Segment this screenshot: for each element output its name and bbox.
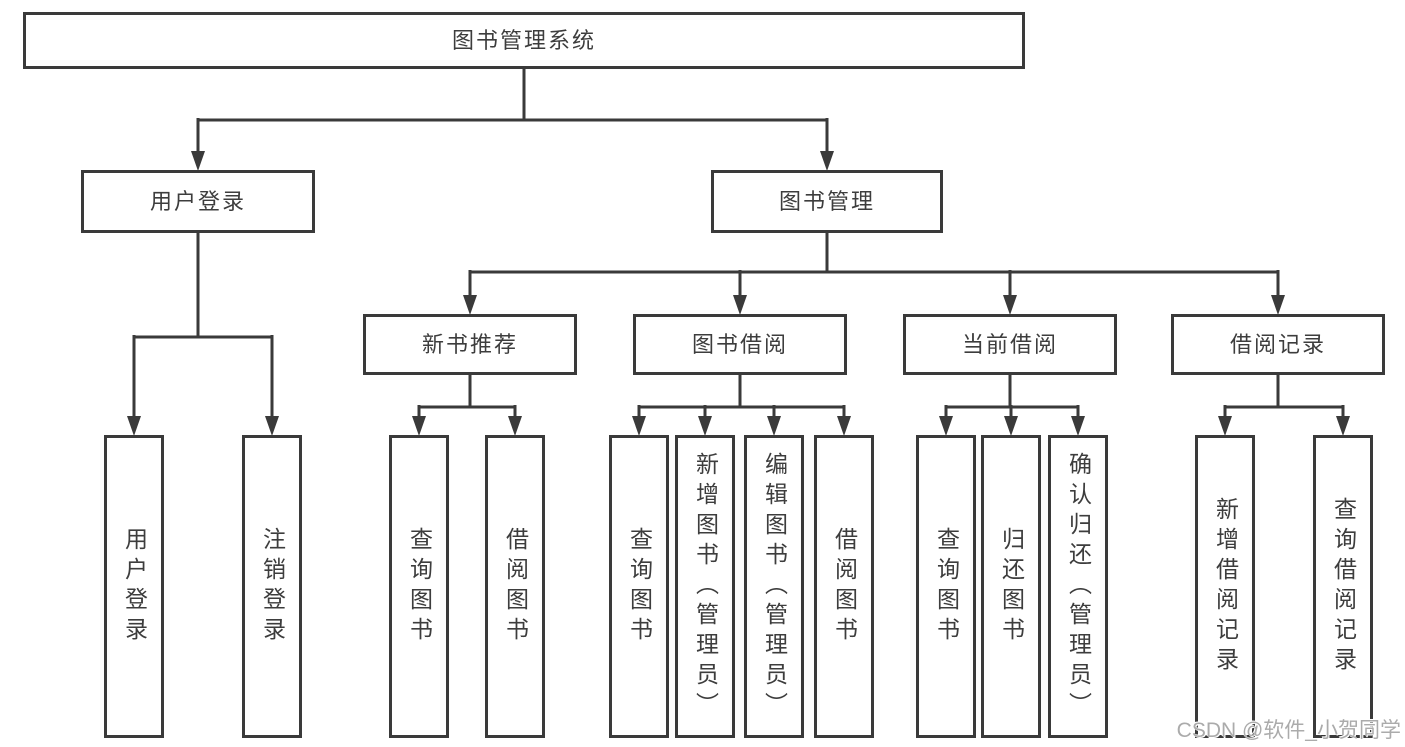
leaf-query-books-recommend: 查询图书 <box>389 435 449 738</box>
node-label: 借阅图书 <box>831 526 858 647</box>
node-label: 新书推荐 <box>421 331 518 357</box>
csdn-watermark: CSDN @软件_小贺同学 <box>1176 719 1401 742</box>
leaf-logout: 注销登录 <box>242 435 302 738</box>
node-label: 查询图书 <box>626 526 653 647</box>
node-library-management-system: 图书管理系统 <box>23 12 1025 69</box>
node-label: 归还图书 <box>998 526 1025 647</box>
node-label: 图书管理 <box>778 188 875 214</box>
node-label: 当前借阅 <box>961 331 1058 357</box>
node-new-book-recommend: 新书推荐 <box>363 314 577 375</box>
connector-user-login-to-children <box>127 233 279 436</box>
connector-new-book-recommend-to-children <box>412 375 522 436</box>
node-label: 查询图书 <box>933 526 960 647</box>
node-book-management: 图书管理 <box>711 170 943 233</box>
node-user-login: 用户登录 <box>81 170 315 233</box>
node-label: 借阅记录 <box>1229 331 1326 357</box>
connector-book-management-to-level3 <box>463 233 1285 315</box>
leaf-return-books: 归还图书 <box>981 435 1041 738</box>
node-label: 图书管理系统 <box>451 27 596 53</box>
node-label: 确认归还（管理员） <box>1065 451 1092 722</box>
node-label: 图书借阅 <box>691 331 788 357</box>
leaf-query-books-current: 查询图书 <box>916 435 976 738</box>
node-label: 用户登录 <box>149 188 246 214</box>
leaf-add-book-admin: 新增图书（管理员） <box>675 435 735 738</box>
node-current-borrow: 当前借阅 <box>903 314 1117 375</box>
node-label: 借阅图书 <box>502 526 529 647</box>
leaf-confirm-return-admin: 确认归还（管理员） <box>1048 435 1108 738</box>
node-label: 查询借阅记录 <box>1330 496 1357 677</box>
node-book-borrow: 图书借阅 <box>633 314 847 375</box>
node-label: 查询图书 <box>406 526 433 647</box>
connector-book-borrow-to-children <box>632 375 851 436</box>
node-label: 编辑图书（管理员） <box>761 451 788 722</box>
leaf-query-books-borrow: 查询图书 <box>609 435 669 738</box>
node-borrow-records: 借阅记录 <box>1171 314 1385 375</box>
node-label: 注销登录 <box>259 526 286 647</box>
node-label: 新增借阅记录 <box>1212 496 1239 677</box>
leaf-borrow-books-recommend: 借阅图书 <box>485 435 545 738</box>
leaf-user-login: 用户登录 <box>104 435 164 738</box>
connector-root-to-level2 <box>191 68 834 171</box>
leaf-add-borrow-record: 新增借阅记录 <box>1195 435 1255 738</box>
leaf-edit-book-admin: 编辑图书（管理员） <box>744 435 804 738</box>
connector-current-borrow-to-children <box>939 375 1085 436</box>
leaf-borrow-books: 借阅图书 <box>814 435 874 738</box>
leaf-query-borrow-record: 查询借阅记录 <box>1313 435 1373 738</box>
connector-borrow-records-to-children <box>1218 375 1350 436</box>
node-label: 用户登录 <box>121 526 148 647</box>
node-label: 新增图书（管理员） <box>692 451 719 722</box>
